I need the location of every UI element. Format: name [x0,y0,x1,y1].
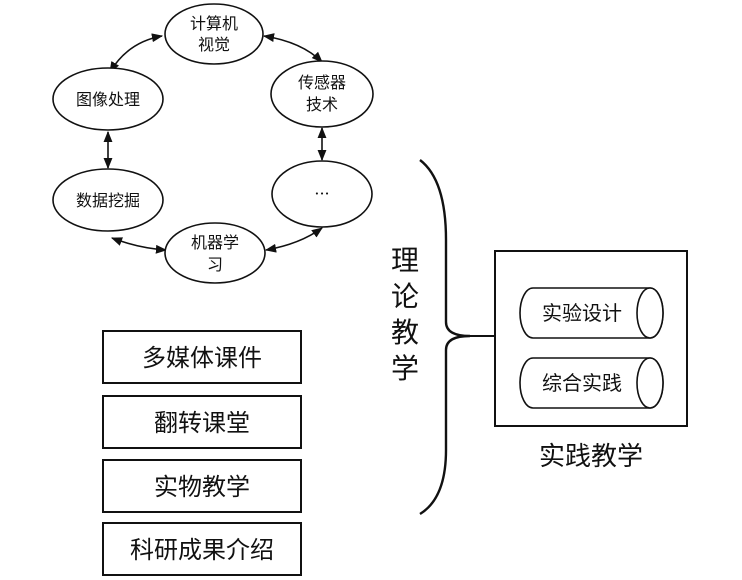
node-computer-vision: 计算机 视觉 [164,3,264,65]
node-machine-learning: 机器学 习 [164,222,266,284]
arrow-image-vision [109,33,164,73]
node-sensor-tech-line1: 传感器 [298,73,346,92]
theory-teaching-label: 理 论 教 学 [391,244,419,385]
practice-item-2: 综合实践 [542,371,622,395]
arrow-vision-sensor [262,33,323,63]
node-sensor-tech: 传感器 技术 [270,60,374,128]
node-image-processing: 图像处理 [52,67,164,131]
theory-label-char-2: 论 [391,280,419,313]
teaching-method-label-3: 实物教学 [154,473,250,501]
teaching-method-label-4: 科研成果介绍 [130,536,274,564]
node-sensor-tech-line2: 技术 [306,95,338,114]
practice-title: 实践教学 [539,442,643,472]
node-ellipsis: ··· [271,160,373,228]
arrow-ml-mining [110,237,168,254]
teaching-method-box-3: 实物教学 [102,459,302,513]
theory-label-char-4: 学 [391,352,419,385]
node-data-mining-text: 数据挖掘 [76,191,140,210]
teaching-method-box-1: 多媒体课件 [102,330,302,384]
practice-cylinder-2: 综合实践 [519,357,664,409]
practice-cylinder-1: 实验设计 [519,287,664,339]
theory-label-char-1: 理 [391,244,419,277]
node-computer-vision-line1: 计算机 [190,14,238,33]
node-machine-learning-line1: 机器学 [191,233,239,252]
node-data-mining: 数据挖掘 [52,168,164,232]
teaching-method-box-2: 翻转课堂 [102,395,302,449]
node-ellipsis-text: ··· [314,184,329,203]
teaching-method-label-2: 翻转课堂 [154,409,250,437]
node-machine-learning-line2: 习 [207,255,223,274]
practice-item-1: 实验设计 [542,301,622,325]
node-computer-vision-line2: 视觉 [198,35,230,54]
teaching-method-label-1: 多媒体课件 [142,344,262,372]
theory-label-char-3: 教 [391,316,419,349]
teaching-method-box-4: 科研成果介绍 [102,522,302,576]
node-image-processing-text: 图像处理 [76,90,140,109]
curly-brace [419,159,471,516]
cycle-arrows [103,33,327,254]
arrow-ellipsis-ml [264,227,323,253]
